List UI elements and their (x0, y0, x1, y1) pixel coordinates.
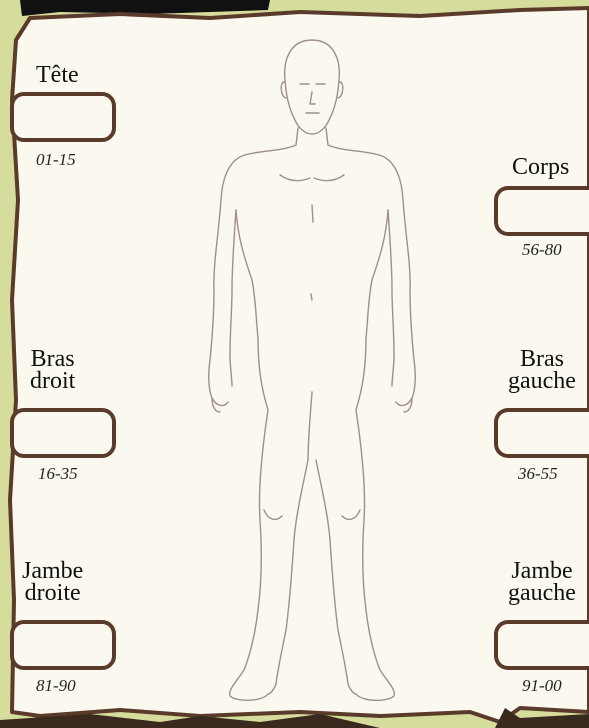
right-leg-label-line2: droite (22, 582, 83, 604)
right-arm-label-line2: droit (30, 370, 75, 392)
head-range: 01-15 (36, 150, 76, 170)
left-leg-roll-box[interactable] (494, 620, 589, 670)
left-arm-label: Bras gauche (508, 348, 576, 392)
head-roll-box[interactable] (10, 92, 116, 142)
right-arm-label: Bras droit (30, 348, 75, 392)
right-leg-range: 81-90 (36, 676, 76, 696)
right-arm-range: 16-35 (38, 464, 78, 484)
head-label: Tête (36, 64, 79, 86)
body-range: 56-80 (522, 240, 562, 260)
left-leg-label: Jambe gauche (508, 560, 576, 604)
right-arm-label-line1: Bras (30, 348, 75, 370)
left-leg-label-line1: Jambe (508, 560, 576, 582)
right-leg-roll-box[interactable] (10, 620, 116, 670)
left-arm-label-line1: Bras (508, 348, 576, 370)
left-leg-range: 91-00 (522, 676, 562, 696)
left-arm-label-line2: gauche (508, 370, 576, 392)
right-leg-label: Jambe droite (22, 560, 83, 604)
right-arm-roll-box[interactable] (10, 408, 116, 458)
right-leg-label-line1: Jambe (22, 560, 83, 582)
left-arm-roll-box[interactable] (494, 408, 589, 458)
body-label: Corps (512, 156, 569, 178)
body-roll-box[interactable] (494, 186, 589, 236)
left-leg-label-line2: gauche (508, 582, 576, 604)
left-arm-range: 36-55 (518, 464, 558, 484)
